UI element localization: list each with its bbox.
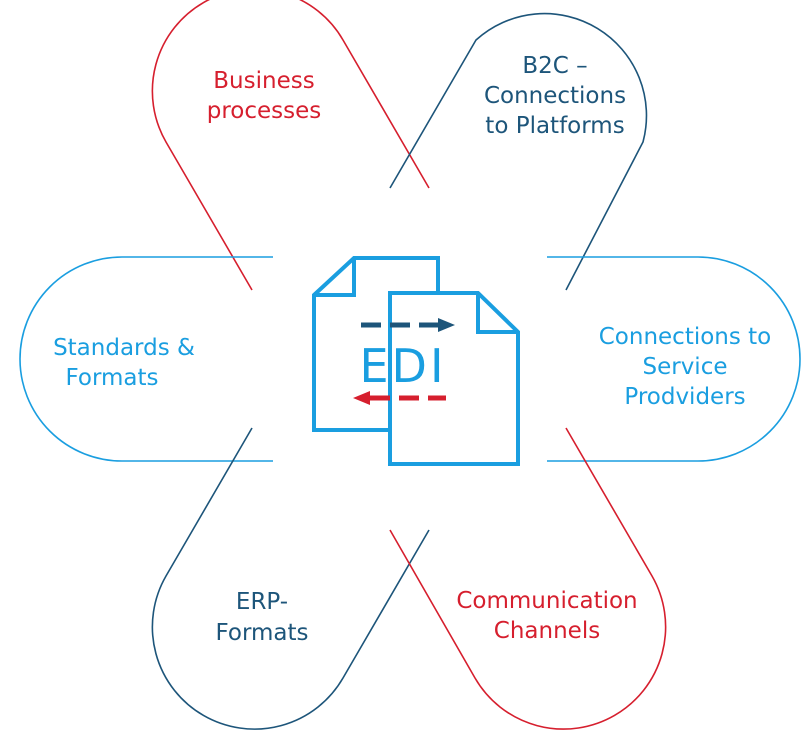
label-service-providers-line3: Prodviders bbox=[624, 384, 745, 410]
outgoing-arrow-head bbox=[438, 318, 455, 332]
label-b2c-line3: to Platforms bbox=[485, 113, 624, 139]
label-communication-line2: Channels bbox=[494, 618, 600, 644]
edi-document-exchange-icon: EDI bbox=[312, 256, 520, 466]
back-document-fold bbox=[314, 258, 356, 297]
petal-b2c bbox=[389, 12, 648, 291]
label-business-processes-line2: processes bbox=[207, 98, 322, 124]
petal-standards-formats bbox=[19, 256, 273, 462]
label-business-processes-line1: Business bbox=[213, 68, 314, 94]
label-standards-line1: Standards & bbox=[53, 335, 195, 361]
label-communication-line1: Communication bbox=[456, 588, 637, 614]
label-erp-line1: ERP- bbox=[236, 589, 288, 615]
label-standards-line2: Formats bbox=[65, 365, 158, 391]
front-document-icon bbox=[388, 291, 520, 466]
incoming-arrow-head bbox=[353, 391, 370, 405]
petal-business-processes bbox=[151, 0, 430, 291]
label-b2c-line1: B2C – bbox=[522, 53, 587, 79]
label-erp-line2: Formats bbox=[215, 620, 308, 646]
petal-erp-formats bbox=[151, 427, 430, 730]
front-document-fold bbox=[476, 293, 518, 334]
petal-service-providers bbox=[547, 256, 801, 462]
label-service-providers-line1: Connections to bbox=[599, 324, 772, 350]
label-service-providers-line2: Service bbox=[642, 354, 727, 380]
label-b2c-line2: Connections bbox=[484, 83, 626, 109]
edi-label: EDI bbox=[359, 339, 446, 393]
petal-communication-channels bbox=[389, 427, 667, 730]
